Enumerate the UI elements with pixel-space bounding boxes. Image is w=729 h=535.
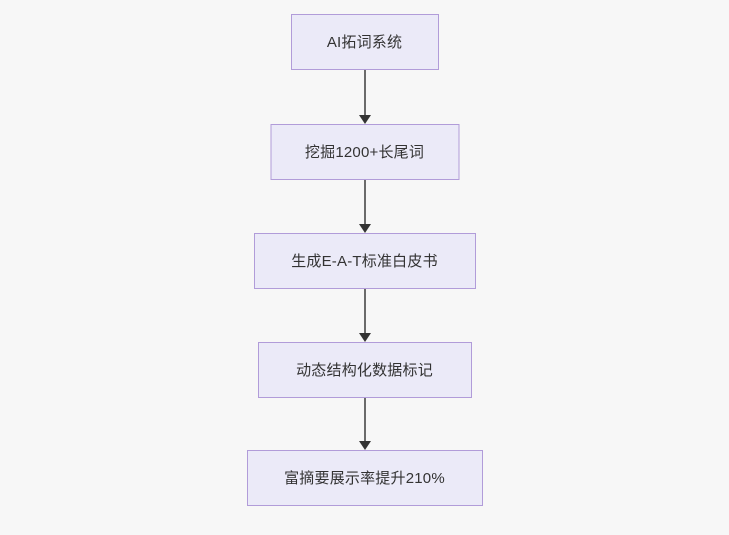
edge-line — [363, 398, 366, 441]
arrowhead-down-icon — [358, 115, 371, 124]
flow-edge-1-to-2 — [358, 70, 372, 124]
flow-node-mine-longtail-keywords[interactable]: 挖掘1200+长尾词 — [270, 124, 459, 180]
flow-node-label: 动态结构化数据标记 — [296, 361, 433, 379]
arrowhead-down-icon — [358, 224, 371, 233]
flow-node-label: 生成E-A-T标准白皮书 — [291, 252, 438, 270]
arrowhead-down-icon — [358, 441, 371, 450]
flow-edge-3-to-4 — [358, 289, 372, 342]
edge-line — [363, 180, 366, 224]
flow-node-label: 富摘要展示率提升210% — [284, 469, 445, 487]
edge-line — [363, 70, 366, 115]
flow-node-generate-eat-whitepaper[interactable]: 生成E-A-T标准白皮书 — [253, 233, 476, 289]
flow-node-rich-snippet-impression-lift[interactable]: 富摘要展示率提升210% — [246, 450, 483, 506]
flow-node-label: AI拓词系统 — [326, 33, 403, 51]
flow-node-label: 挖掘1200+长尾词 — [304, 143, 425, 161]
flow-edge-4-to-5 — [358, 398, 372, 450]
flow-node-ai-keyword-system[interactable]: AI拓词系统 — [290, 14, 439, 70]
edge-line — [363, 289, 366, 333]
flow-node-dynamic-structured-data-markup[interactable]: 动态结构化数据标记 — [257, 342, 472, 398]
flow-edge-2-to-3 — [358, 180, 372, 233]
arrowhead-down-icon — [358, 333, 371, 342]
